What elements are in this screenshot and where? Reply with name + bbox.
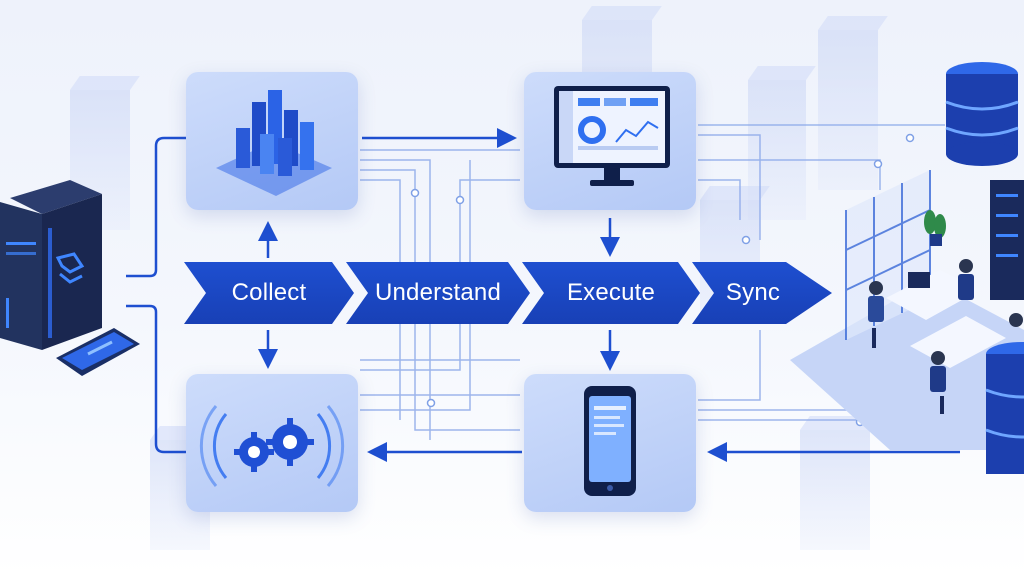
server-icon [0, 180, 102, 350]
bar-chart-3d-icon [216, 90, 332, 196]
step-label: Sync [725, 279, 781, 306]
database-icon [985, 342, 1024, 474]
step-label: Understand [374, 279, 502, 306]
step-label: Execute [566, 279, 656, 306]
server-illustration [0, 178, 120, 358]
step-label: Collect [231, 279, 307, 306]
gears-icon [199, 405, 345, 487]
smartphone-icon [56, 328, 140, 376]
office-team-icon [790, 170, 1024, 450]
card-collect-data [186, 72, 358, 210]
office-illustration [790, 150, 1024, 450]
step-understand: Understand [346, 262, 530, 324]
background-building [818, 30, 878, 190]
step-execute: Execute [522, 262, 700, 324]
card-collect-process [186, 374, 358, 512]
card-execute-dashboard [524, 72, 696, 210]
monitor-dashboard-icon [554, 86, 670, 186]
database-icon [945, 62, 1019, 166]
smartphone-icon [584, 386, 636, 496]
card-execute-mobile [524, 374, 696, 512]
step-collect: Collect [184, 262, 354, 324]
background-building [800, 430, 870, 550]
